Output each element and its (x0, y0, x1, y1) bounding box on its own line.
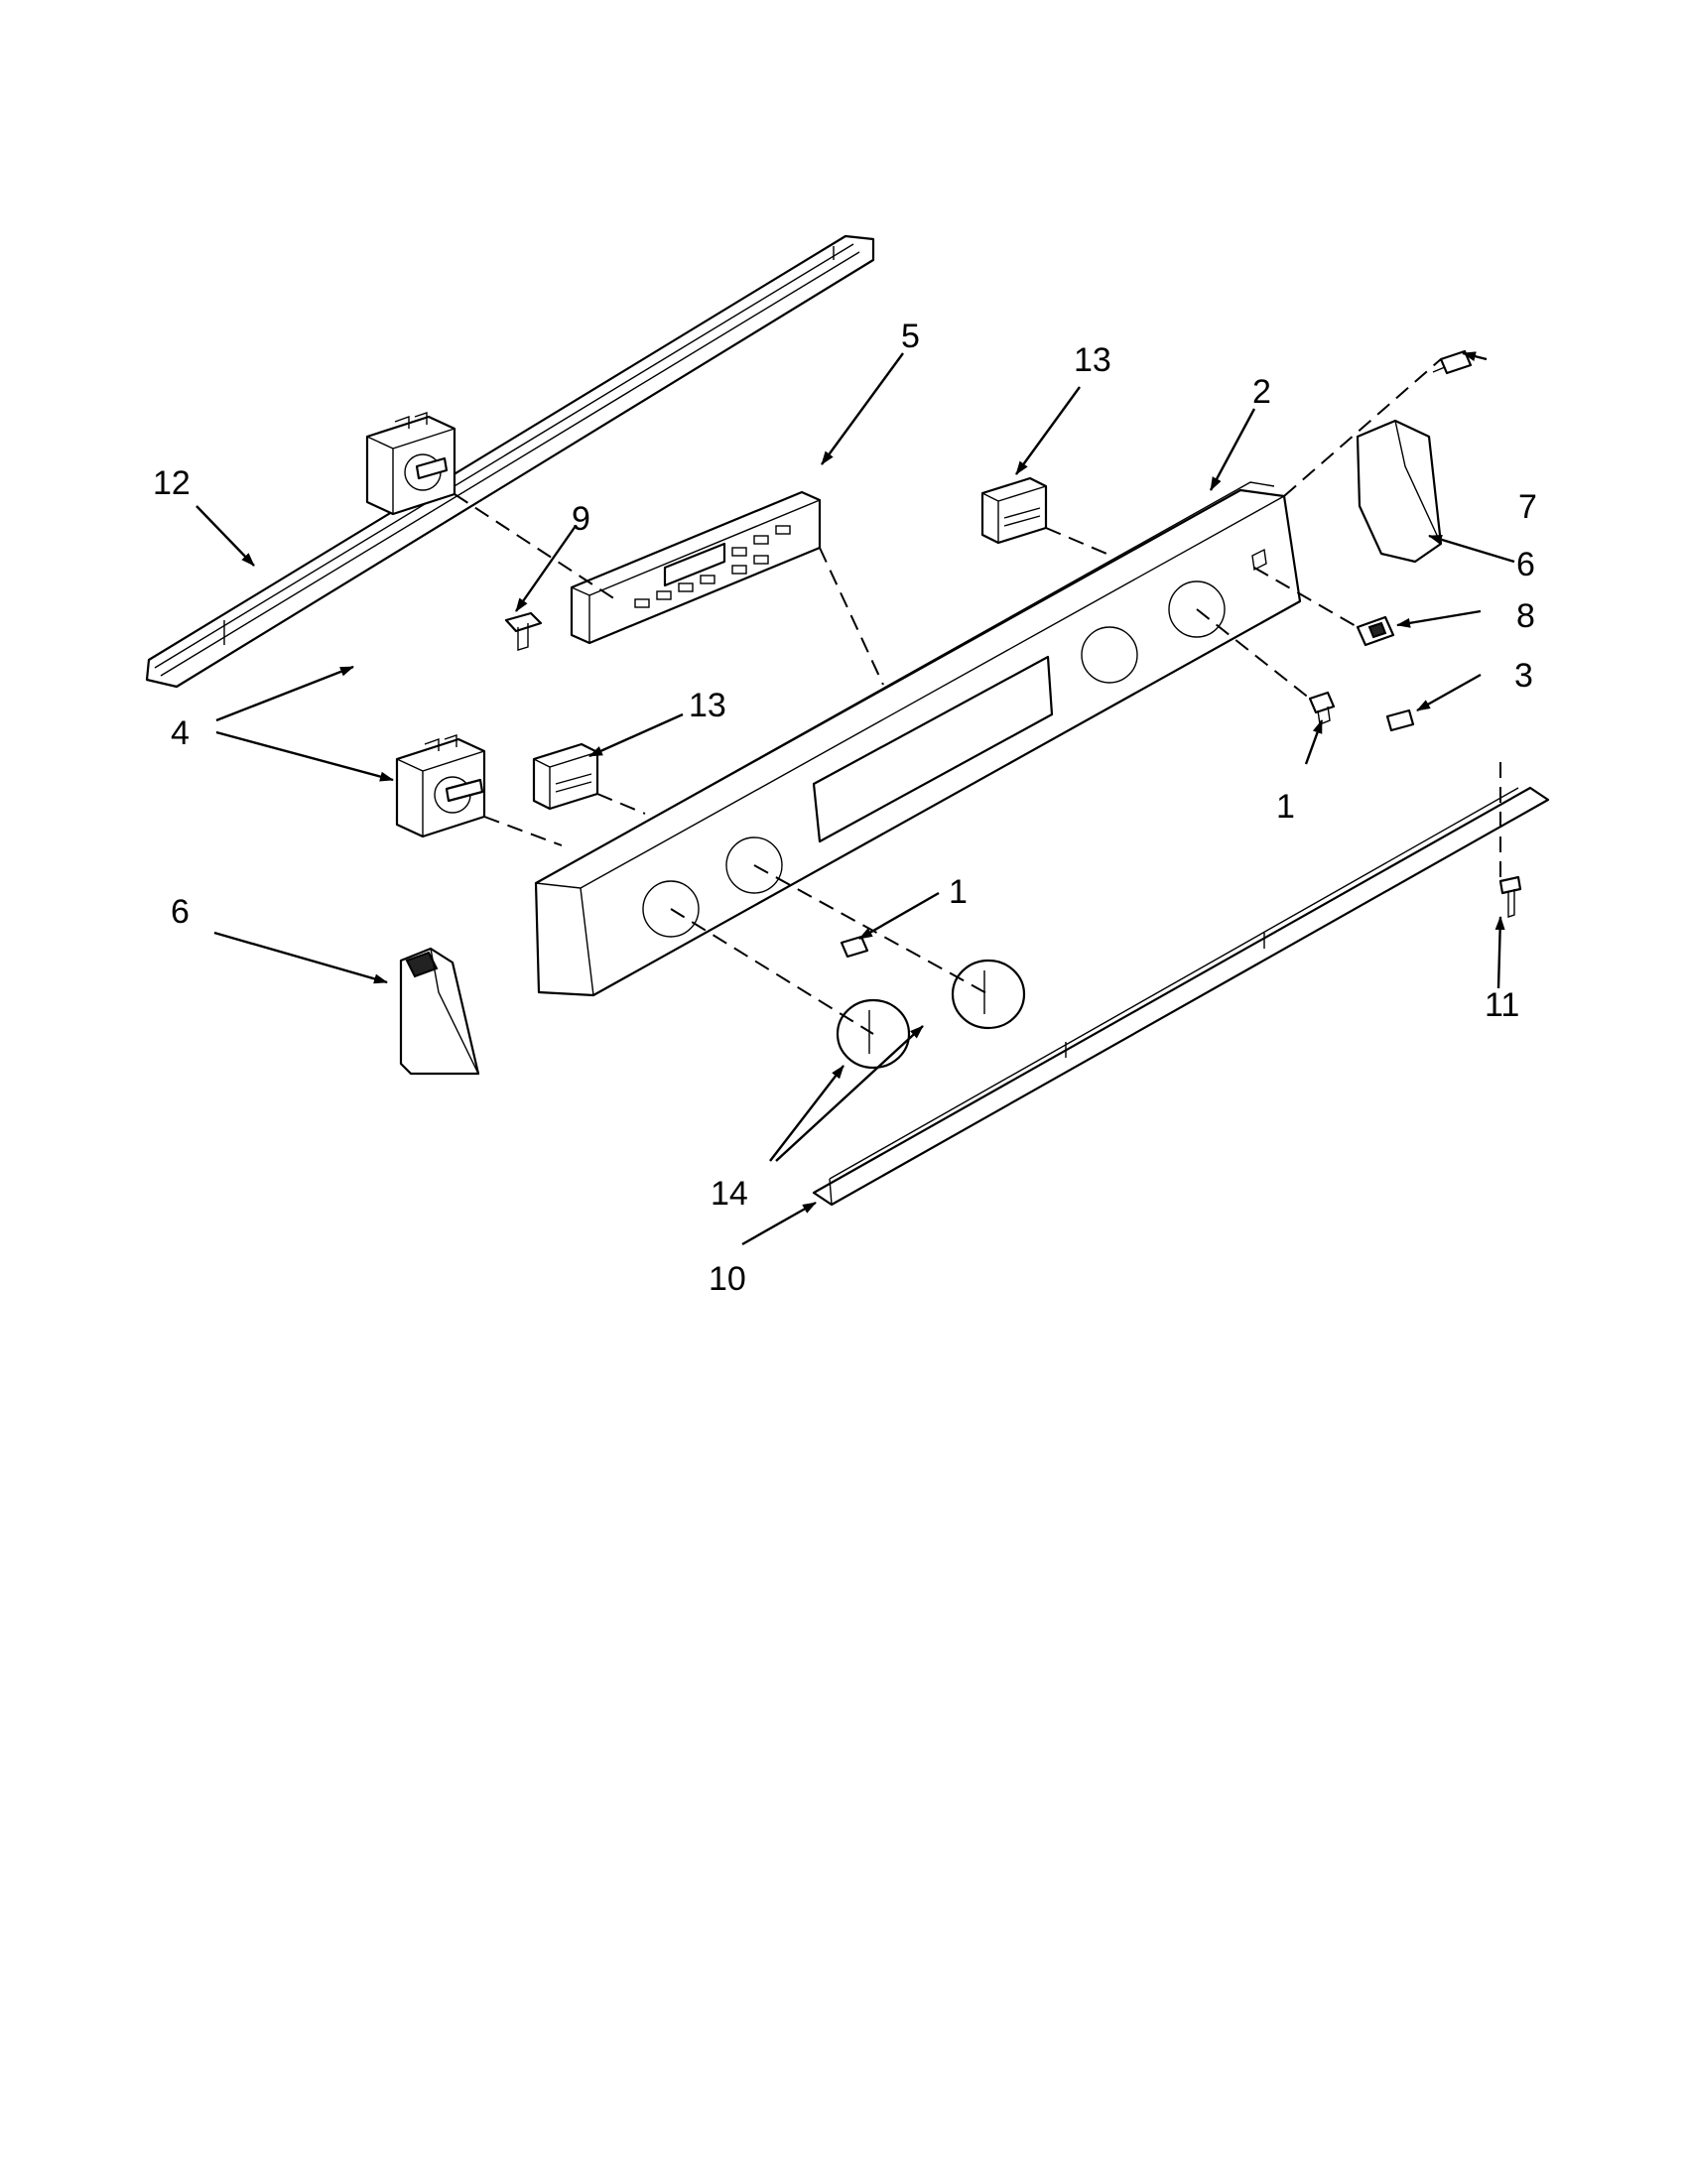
callout-12: 12 (153, 464, 191, 502)
part-4-infinite-switch-upper (365, 412, 456, 516)
callout-labels: 12 4 5 13 2 7 6 8 3 9 13 1 1 6 14 10 11 (153, 318, 1537, 1298)
callout-14: 14 (711, 1175, 748, 1213)
part-6-end-cap-left (399, 947, 480, 1076)
callout-11: 11 (1485, 986, 1519, 1024)
callout-13-lower: 13 (689, 687, 726, 724)
callout-1-left: 1 (949, 873, 968, 911)
callout-6-left: 6 (171, 893, 190, 931)
callout-7: 7 (1518, 488, 1537, 526)
part-12-trim-strip (145, 234, 875, 689)
part-13-switch-right (980, 476, 1048, 545)
callout-9: 9 (572, 500, 590, 538)
part-3-screw (1385, 708, 1415, 732)
part-8-rocker-switch (1356, 615, 1395, 647)
part-10-bottom-trim (812, 786, 1550, 1207)
part-14-knob-right (951, 959, 1026, 1030)
callout-6-right: 6 (1516, 546, 1535, 583)
part-1-knob-post-left (840, 935, 869, 959)
part-9-screw (504, 611, 543, 651)
callout-5: 5 (901, 318, 920, 355)
callout-8: 8 (1516, 597, 1535, 635)
part-2-control-panel (534, 481, 1302, 997)
callout-2: 2 (1252, 373, 1271, 411)
callout-10: 10 (709, 1260, 746, 1298)
leader-lines (195, 351, 1515, 1246)
callout-4: 4 (171, 714, 190, 752)
part-6-end-cap-right (1356, 419, 1443, 564)
part-5-control-board (570, 490, 822, 645)
part-11-screw (1498, 875, 1522, 918)
callout-13-upper: 13 (1074, 341, 1111, 379)
part-1-knob-post-right (1308, 691, 1336, 725)
callout-1-right: 1 (1276, 788, 1295, 826)
part-4-infinite-switch-lower (395, 734, 486, 838)
callout-3: 3 (1514, 657, 1533, 695)
part-13-switch-left (532, 742, 599, 811)
